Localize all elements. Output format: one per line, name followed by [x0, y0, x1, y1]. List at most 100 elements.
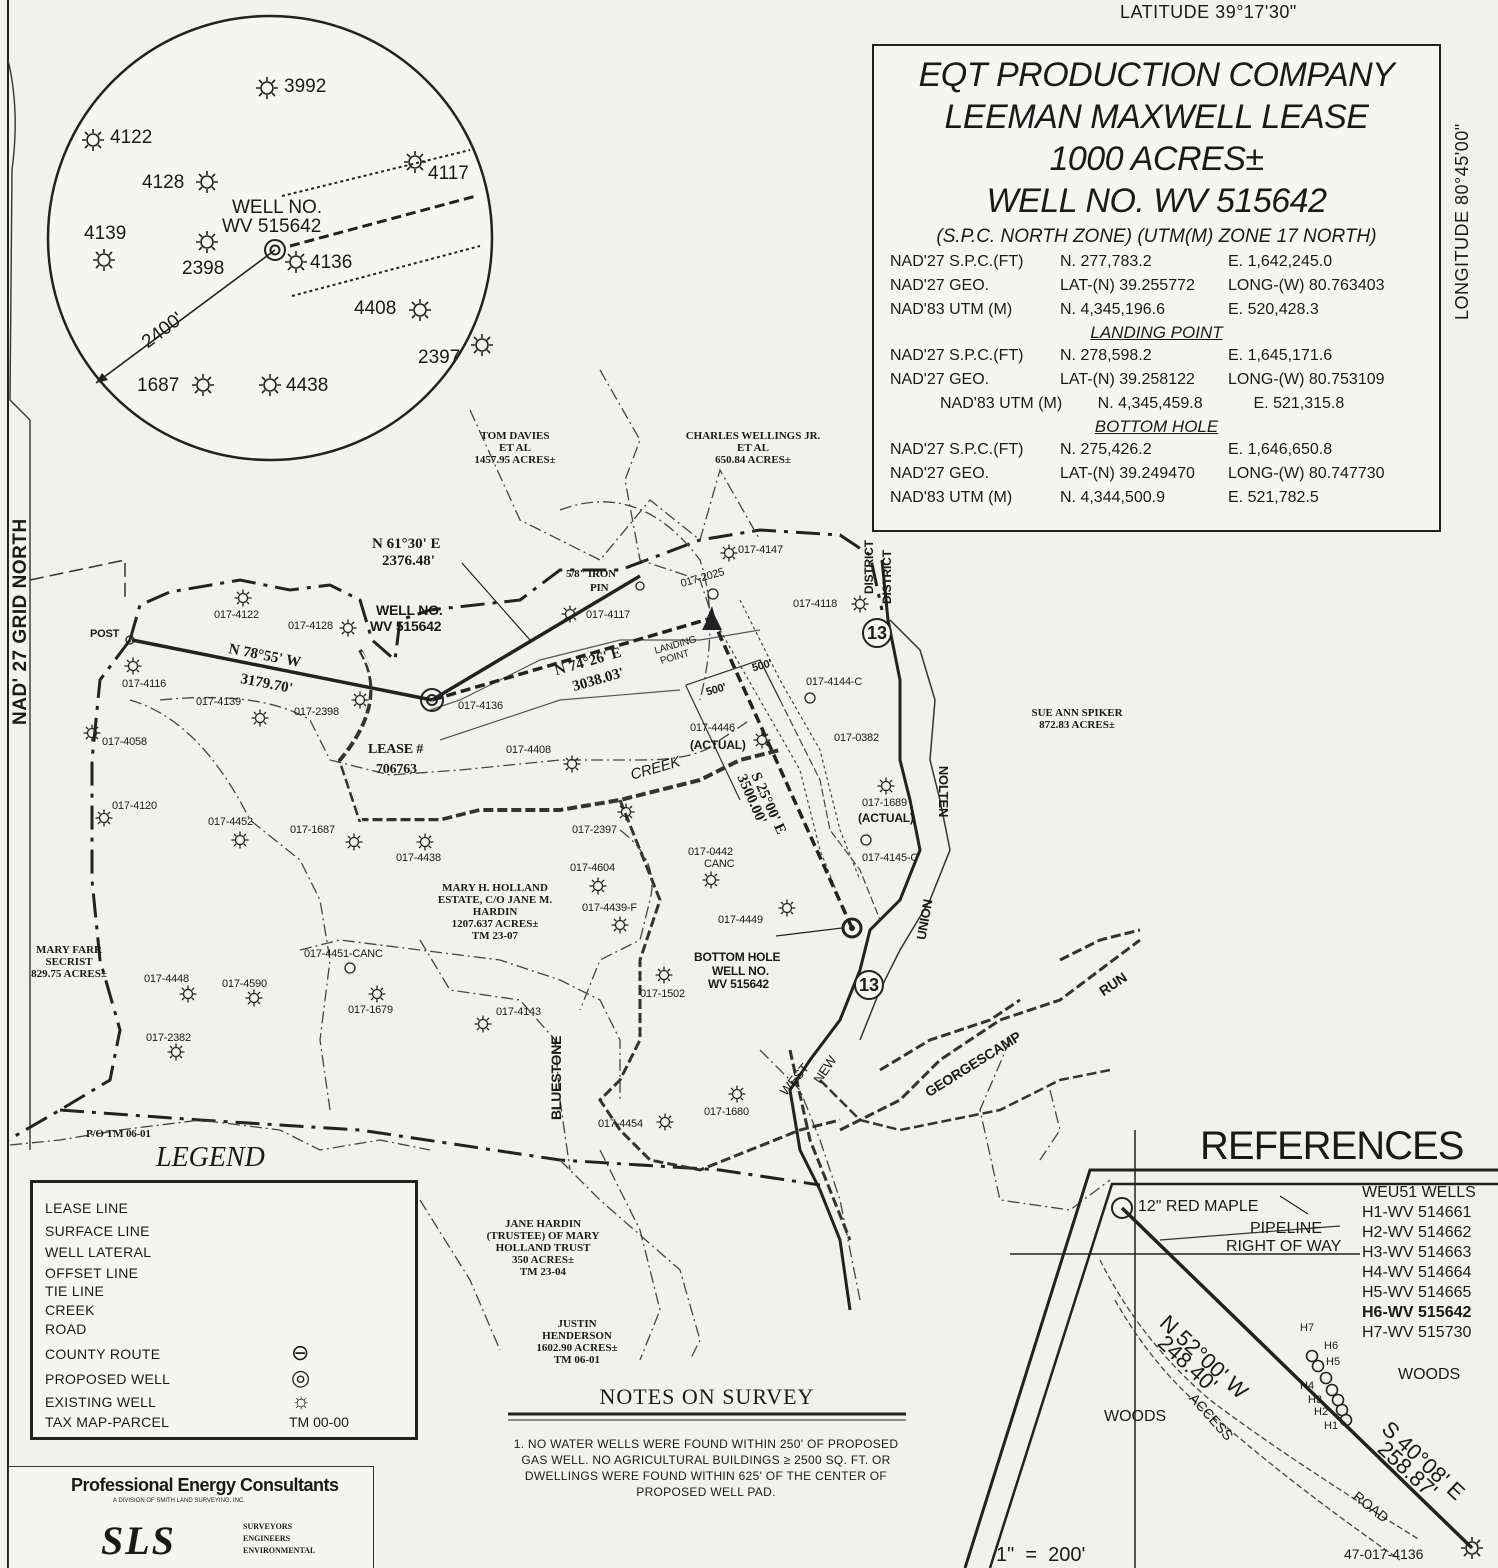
landing-point-marker [702, 610, 722, 630]
pad-label: H4 [1300, 1380, 1315, 1392]
legend-item-label: EXISTING WELL [45, 1394, 157, 1410]
well-id-label: 017-0442 [688, 846, 733, 858]
map-well-no-label: WELL NO. [376, 602, 443, 618]
well-id-label: 017-1679 [348, 1004, 393, 1016]
well-id-label: 017-4136 [458, 700, 503, 712]
bh-well-id-label: WV 515642 [708, 977, 769, 991]
landing-coord-row: NAD'27 S.P.C.(FT) N. 278,598.2 E. 1,645,… [890, 347, 1333, 364]
lease-line-west [7, 639, 132, 1142]
county-route-13-north: 13 [862, 618, 892, 648]
ref-well-item: H3-WV 514663 [1362, 1244, 1472, 1261]
proposed-well-icon: ◎ [291, 1365, 311, 1390]
inset-well-label: 3992 [284, 76, 327, 97]
references-title: REFERENCES [1200, 1124, 1464, 1168]
legend-title: LEGEND [156, 1142, 265, 1173]
bluestone-label: BLUESTONE [548, 1035, 564, 1120]
ref-border-inner [988, 1182, 1498, 1568]
pad-label: H6 [1324, 1340, 1339, 1352]
bottom-hole-label: BOTTOM HOLE [694, 950, 781, 964]
distance-ne: 2376.48' [382, 553, 435, 569]
owner-charles-wellings: CHARLES WELLINGS JR. ET AL 650.84 ACRES± [685, 430, 821, 466]
legend-item-label: CREEK [45, 1302, 95, 1318]
well-id-label: 017-4446 [690, 722, 735, 734]
legend-item-label: TAX MAP-PARCEL [45, 1414, 170, 1430]
lease-acres: 1000 ACRES± [1049, 140, 1264, 178]
district-label-2: DISTRICT [880, 550, 894, 604]
well-id-label: 017-0382 [834, 732, 879, 744]
well-id-label: 017-4145-C [862, 852, 919, 864]
inset-well-label: 1687 [137, 375, 180, 396]
well-id-label: 017-1502 [640, 988, 685, 1000]
well-id-label: 017-2382 [146, 1032, 191, 1044]
legend-item-label: OFFSET LINE [45, 1265, 139, 1281]
actual-label-1: (ACTUAL) [690, 738, 746, 752]
well-id-label: 017-2397 [572, 824, 617, 836]
lease-number-value: 706763 [376, 762, 417, 777]
legend-item-label: ROAD [45, 1321, 87, 1337]
ref-well-item: H5-WV 514665 [1362, 1284, 1472, 1301]
bottom-hole-marker [841, 917, 863, 939]
ref-well-item: H4-WV 514664 [1362, 1264, 1472, 1281]
well-id-label: 017-4122 [214, 609, 259, 621]
inset-offset-line-bottom [291, 245, 481, 297]
well-id-label: 017-4590 [222, 978, 267, 990]
inset-circle [46, 14, 494, 462]
well-id-label: 017-4604 [570, 862, 615, 874]
well-id-label: 017-4139 [196, 696, 241, 708]
title-block: EQT PRODUCTION COMPANY LEEMAN MAXWELL LE… [872, 44, 1441, 532]
owner-mary-holland: MARY H. HOLLAND ESTATE, C/O JANE M. HARD… [437, 882, 553, 942]
company-logo: Professional Energy Consultants A DIVISI… [8, 1466, 374, 1568]
company-logo-services: SURVEYORS ENGINEERS ENVIRONMENTAL [243, 1522, 316, 1555]
existing-well-icon: ☼ [291, 1388, 312, 1413]
woods-label: WOODS [1398, 1366, 1461, 1383]
pad-label: H7 [1300, 1322, 1315, 1334]
pad-label: H2 [1314, 1406, 1329, 1418]
ref-well-item: H2-WV 514662 [1362, 1224, 1472, 1241]
inset-well-label: 2397 [418, 347, 461, 368]
well-number: WELL NO. WV 515642 [986, 182, 1327, 220]
iron-pin-label: 5/8" IRON [566, 568, 616, 580]
company-logo-division: A DIVISION OF SMITH LAND SURVEYING, INC. [113, 1498, 245, 1504]
inset-well-label: 4117 [428, 163, 469, 184]
owner-sue-ann-spiker: SUE ANN SPIKER 872.83 ACRES± [1031, 707, 1123, 731]
owner-tom-davies: TOM DAVIES ET AL 1457.95 ACRES± [474, 430, 556, 466]
well-id-label: 017-4451-CANC [304, 948, 383, 960]
pad-label: H3 [1308, 1394, 1323, 1406]
landing-coord-row: NAD'27 GEO. LAT-(N) 39.258122 LONG-(W) 8… [890, 371, 1385, 388]
red-maple-label: 12" RED MAPLE [1138, 1198, 1259, 1215]
inset-well-label: 4408 [354, 298, 397, 319]
pipeline-label: PIPELINE [1250, 1220, 1323, 1237]
inset-well-label: 4438 [286, 375, 329, 396]
scale-label: 1" = 200' [996, 1544, 1086, 1566]
bottom-hole-heading: BOTTOM HOLE [1094, 417, 1219, 436]
legend-item-label: PROPOSED WELL [45, 1371, 171, 1387]
inset-well-no: WELL NO. [232, 197, 323, 218]
legend-box: LEASE LINE SURFACE LINE WELL LATERAL OFF… [30, 1180, 418, 1440]
well-id-label: 017-2398 [294, 706, 339, 718]
well-id-label: 017-4147 [738, 544, 783, 556]
well-id-label: 017-4116 [122, 678, 167, 690]
latitude-label: LATITUDE 39°17'30" [1120, 2, 1297, 22]
well-id-label: 017-1687 [290, 824, 335, 836]
well-id-label: 017-1689 [862, 797, 907, 809]
nolten-label: NOLTEN [936, 765, 952, 818]
corner-well-label: 47-017-4136 [1344, 1546, 1424, 1562]
legend-item-label: WELL LATERAL [45, 1244, 152, 1260]
well-id-label: 017-4128 [288, 620, 333, 632]
owner-jane-hardin: JANE HARDIN (TRUSTEE) OF MARY HOLLAND TR… [486, 1218, 600, 1278]
inset-well-label: 4128 [142, 172, 185, 193]
longitude-label: LONGITUDE 80°45'00" [1452, 123, 1472, 320]
zone-label: (S.P.C. NORTH ZONE) (UTM(M) ZONE 17 NORT… [936, 226, 1377, 247]
inset-well-label: 4139 [84, 223, 127, 244]
county-route-icon: ⊖ [291, 1340, 310, 1365]
well-id-label: 017-4452 [208, 816, 253, 828]
well-id-label: 017-4120 [112, 800, 157, 812]
well-id-label: 017-4143 [496, 1006, 541, 1018]
ref-wells-title: WEU51 WELLS [1362, 1184, 1476, 1201]
well-id-label: 017-4439-F [582, 902, 637, 914]
creek-bluestone [598, 799, 841, 1172]
bottom-coord-row: NAD'27 GEO. LAT-(N) 39.249470 LONG-(W) 8… [890, 465, 1385, 482]
pad-label: H1 [1324, 1420, 1339, 1432]
route-13 [788, 559, 922, 1311]
ref-bearing-line [1120, 1206, 1474, 1550]
